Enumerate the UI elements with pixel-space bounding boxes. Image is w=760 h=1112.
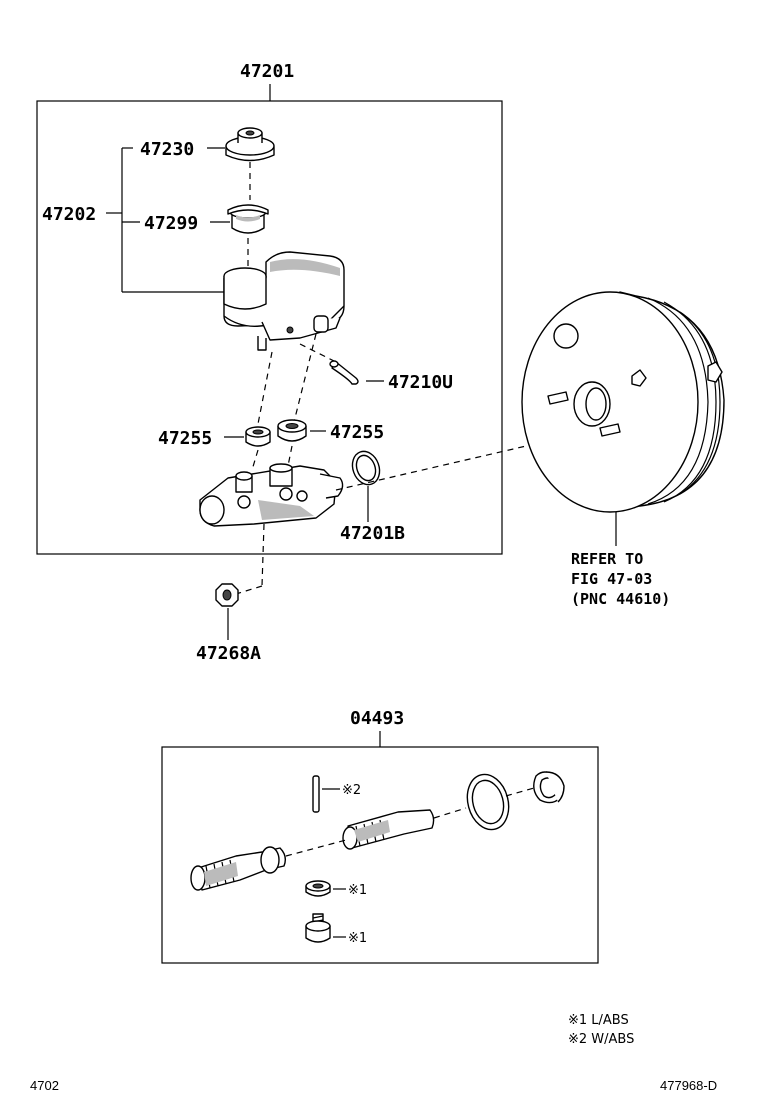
kit-bolt-mark: ※1: [348, 931, 367, 946]
reservoir-set-bracket: [106, 147, 226, 293]
o-ring-icon: [351, 450, 381, 486]
refer-line-2[interactable]: FIG 47-03: [571, 570, 652, 588]
callout-47299[interactable]: 47299: [144, 213, 198, 234]
kit-bolt-icon: [305, 913, 331, 943]
refer-line-1[interactable]: REFER TO: [571, 550, 643, 568]
brake-booster-icon: [521, 291, 725, 513]
legend-note-2[interactable]: ※2 W/ABS: [568, 1032, 634, 1047]
callout-47202[interactable]: 47202: [42, 204, 96, 225]
reservoir-tank-icon: [223, 251, 345, 351]
callout-47230[interactable]: 47230: [140, 139, 194, 160]
kit-frame: [161, 746, 599, 964]
kit-washer-icon: [305, 880, 331, 897]
kit-pin-mark: ※2: [342, 783, 361, 798]
kit-pin-icon: [312, 775, 320, 813]
secondary-piston-icon: [190, 846, 287, 891]
callout-47210U[interactable]: 47210U: [388, 372, 453, 393]
nut-icon: [215, 583, 239, 607]
grommet-left-icon: [245, 426, 271, 447]
legend-note-1[interactable]: ※1 L/ABS: [568, 1013, 629, 1028]
page-code: 4702: [30, 1078, 59, 1093]
callout-47201B[interactable]: 47201B: [340, 523, 405, 544]
snap-ring-icon: [533, 771, 565, 804]
callout-47255-right[interactable]: 47255: [330, 422, 384, 443]
refer-line-3[interactable]: (PNC 44610): [571, 590, 670, 608]
grommet-right-icon: [277, 419, 307, 442]
reservoir-cap-icon: [225, 127, 275, 162]
callout-04493[interactable]: 04493: [350, 708, 404, 729]
callout-47268A[interactable]: 47268A: [196, 643, 261, 664]
callout-47255-left[interactable]: 47255: [158, 428, 212, 449]
kit-washer-mark: ※1: [348, 883, 367, 898]
callout-47201[interactable]: 47201: [240, 61, 294, 82]
kit-ring-icon: [466, 773, 510, 831]
strainer-icon: [227, 204, 269, 234]
primary-piston-icon: [342, 809, 435, 850]
figure-id: 477968-D: [660, 1078, 717, 1093]
reservoir-pin-icon: [329, 360, 359, 385]
master-cylinder-icon: [199, 463, 344, 527]
